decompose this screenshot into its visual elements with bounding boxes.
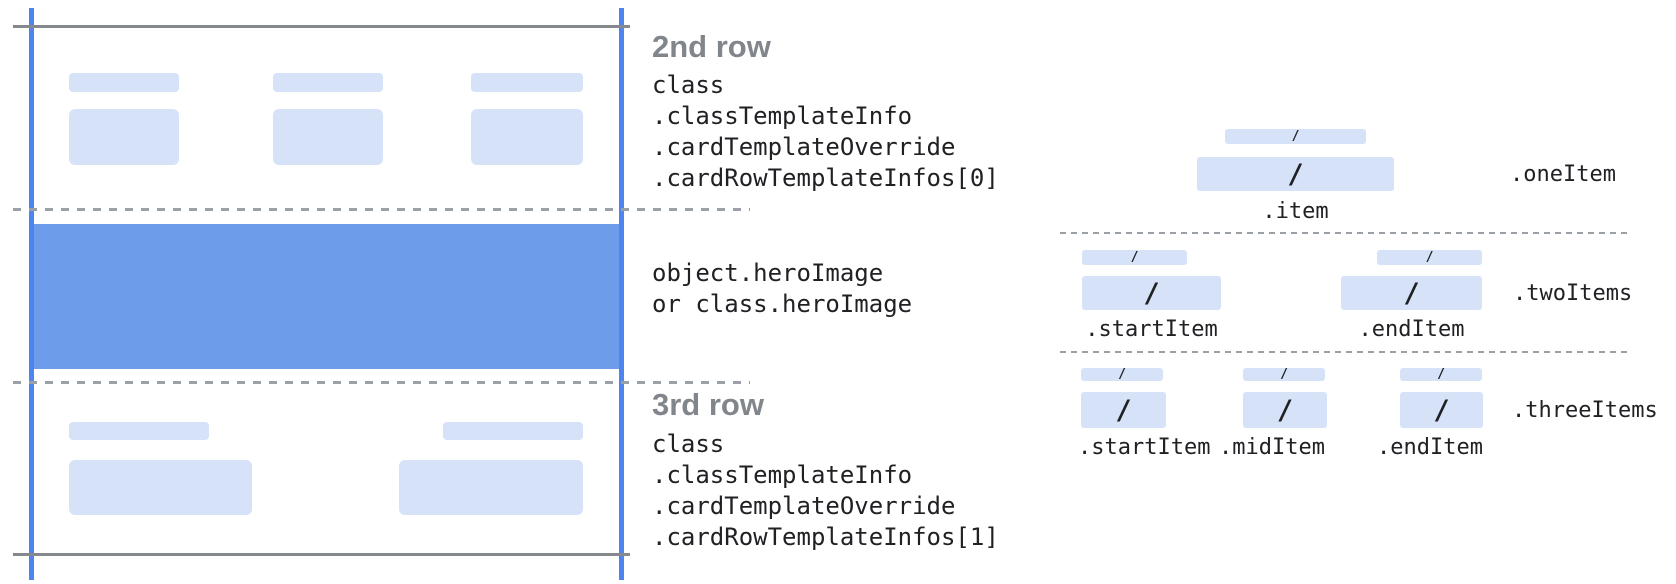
item-label-bar: / bbox=[1081, 367, 1163, 382]
item-row-divider-dashed bbox=[1060, 232, 1628, 234]
slash-glyph: / bbox=[1425, 250, 1434, 265]
field-label-bar bbox=[69, 422, 209, 440]
row2-heading: 2nd row bbox=[652, 29, 771, 64]
field-label-bar bbox=[471, 73, 583, 92]
row-divider-dashed-bottom bbox=[13, 381, 750, 384]
code-line: or class.heroImage bbox=[652, 290, 913, 318]
field-value-box bbox=[273, 109, 383, 165]
slash-glyph: / bbox=[1115, 394, 1132, 426]
item-row-name: .oneItem bbox=[1510, 161, 1616, 187]
item-field-label: .midItem bbox=[1219, 435, 1325, 460]
item-value-bar: / bbox=[1243, 392, 1327, 428]
row2-code-path: class .classTemplateInfo .cardTemplateOv… bbox=[652, 70, 999, 194]
field-value-box bbox=[399, 460, 583, 515]
slash-glyph: / bbox=[1118, 367, 1126, 382]
slash-glyph: / bbox=[1287, 158, 1304, 190]
slash-glyph: / bbox=[1276, 394, 1294, 426]
code-line: class bbox=[652, 430, 725, 458]
item-value-bar: / bbox=[1081, 392, 1166, 428]
slash-glyph: / bbox=[1130, 250, 1139, 265]
item-field-label: .endItem bbox=[1377, 435, 1483, 460]
slash-glyph: / bbox=[1437, 367, 1445, 382]
field-label-bar bbox=[69, 73, 179, 92]
slash-glyph: / bbox=[1280, 367, 1288, 382]
slash-glyph: / bbox=[1291, 129, 1300, 144]
card-top-line bbox=[13, 25, 630, 28]
field-value-box bbox=[471, 109, 583, 165]
item-value-bar: / bbox=[1341, 276, 1482, 310]
slash-glyph: / bbox=[1403, 277, 1420, 309]
code-line: class bbox=[652, 71, 725, 99]
hero-code-path: object.heroImage or class.heroImage bbox=[652, 257, 912, 319]
field-label-bar bbox=[443, 422, 583, 440]
item-value-bar: / bbox=[1082, 276, 1221, 310]
item-label-bar: / bbox=[1243, 367, 1325, 382]
item-row-name: .twoItems bbox=[1513, 280, 1633, 306]
code-line: .cardRowTemplateInfos[0] bbox=[652, 164, 999, 192]
item-row-divider-dashed bbox=[1060, 351, 1628, 353]
item-label-bar: / bbox=[1082, 250, 1187, 265]
code-line: .cardTemplateOverride bbox=[652, 492, 956, 520]
item-value-bar: / bbox=[1197, 157, 1394, 191]
code-line: .classTemplateInfo bbox=[652, 461, 913, 489]
row-divider-dashed-top bbox=[13, 208, 750, 211]
item-label-bar: / bbox=[1225, 129, 1366, 144]
field-value-box bbox=[69, 109, 179, 165]
row3-code-path: class .classTemplateInfo .cardTemplateOv… bbox=[652, 429, 999, 553]
hero-image-band bbox=[31, 224, 622, 369]
row3-heading: 3rd row bbox=[652, 387, 764, 422]
item-label-bar: / bbox=[1400, 367, 1482, 382]
item-field-label: .item bbox=[1262, 199, 1329, 224]
item-value-bar: / bbox=[1400, 392, 1483, 428]
item-field-label: .startItem bbox=[1078, 435, 1211, 460]
guide-line-right bbox=[619, 8, 624, 580]
field-value-box bbox=[69, 460, 252, 515]
code-line: .cardRowTemplateInfos[1] bbox=[652, 523, 999, 551]
code-line: .cardTemplateOverride bbox=[652, 133, 956, 161]
code-line: .classTemplateInfo bbox=[652, 102, 913, 130]
item-row-name: .threeItems bbox=[1512, 397, 1658, 423]
slash-glyph: / bbox=[1143, 277, 1160, 309]
code-line: object.heroImage bbox=[652, 259, 884, 287]
field-label-bar bbox=[273, 73, 383, 92]
guide-line-left bbox=[29, 8, 34, 580]
item-field-label: .endItem bbox=[1358, 317, 1465, 342]
item-label-bar: / bbox=[1377, 250, 1482, 265]
slash-glyph: / bbox=[1433, 394, 1450, 426]
card-bottom-line bbox=[13, 553, 630, 556]
item-field-label: .startItem bbox=[1085, 317, 1218, 342]
